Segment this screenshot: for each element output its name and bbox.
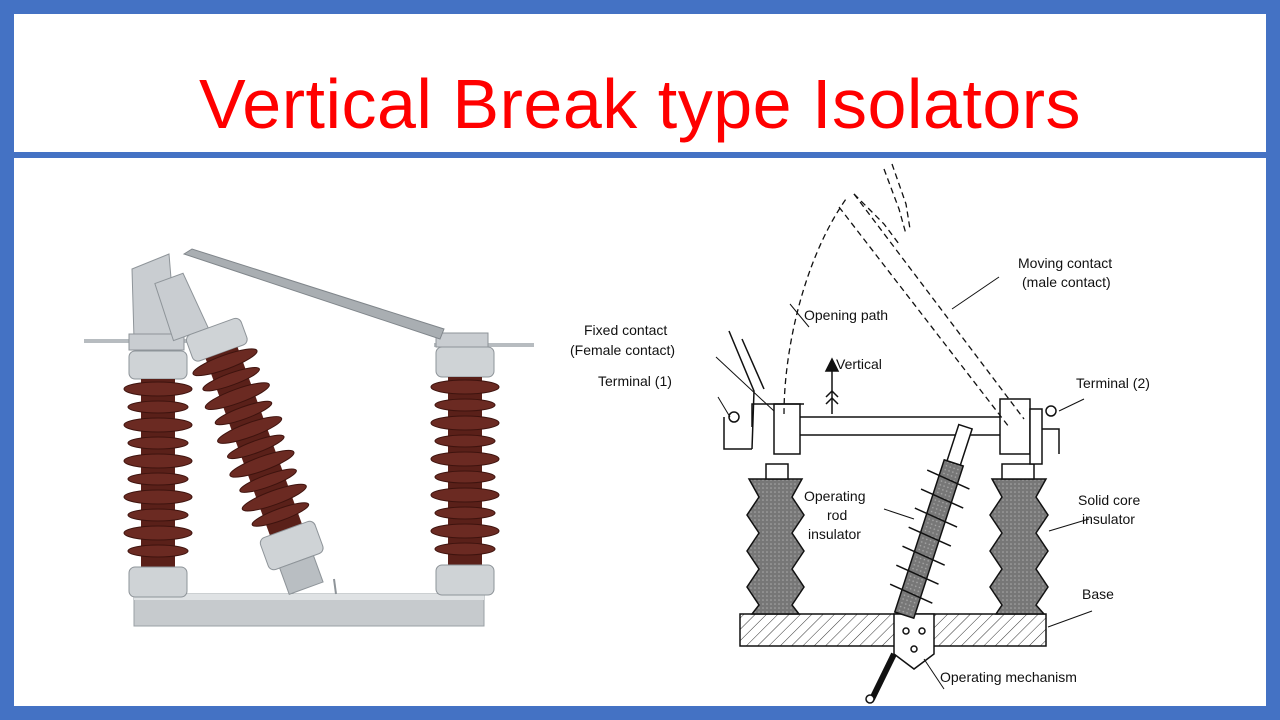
label-opening-path: Opening path (804, 307, 889, 323)
base-plate (739, 613, 1047, 647)
label-moving-contact: Moving contact (1018, 255, 1113, 271)
label-fixed-contact: Fixed contact (584, 322, 668, 338)
label-terminal-2: Terminal (2) (1076, 375, 1150, 391)
rotating-insulator (154, 272, 324, 595)
right-insulator (430, 346, 500, 596)
isolator-schematic (715, 163, 1093, 704)
label-operating-rod: Operating (804, 488, 866, 504)
isolator-photo (84, 248, 534, 627)
right-solid-insulator (989, 478, 1049, 615)
label-solid-core-2: insulator (1082, 511, 1135, 527)
slide: Vertical Break type Isolators (14, 14, 1266, 706)
label-fixed-contact-sub: (Female contact) (570, 342, 676, 358)
label-operating-rod-3: insulator (808, 526, 861, 542)
left-solid-insulator (746, 478, 805, 615)
label-solid-core: Solid core (1078, 492, 1141, 508)
slide-title: Vertical Break type Isolators (198, 65, 1082, 143)
left-insulator (123, 350, 193, 598)
title-divider (14, 152, 1266, 158)
label-vertical: Vertical (836, 356, 882, 372)
label-base: Base (1082, 586, 1114, 602)
label-operating-mechanism: Operating mechanism (940, 669, 1077, 685)
operating-rod-insulator (889, 423, 974, 620)
label-operating-rod-2: rod (827, 507, 848, 523)
label-moving-contact-sub: (male contact) (1022, 274, 1111, 290)
opening-path-arc (783, 198, 847, 415)
label-terminal-1: Terminal (1) (598, 373, 672, 389)
